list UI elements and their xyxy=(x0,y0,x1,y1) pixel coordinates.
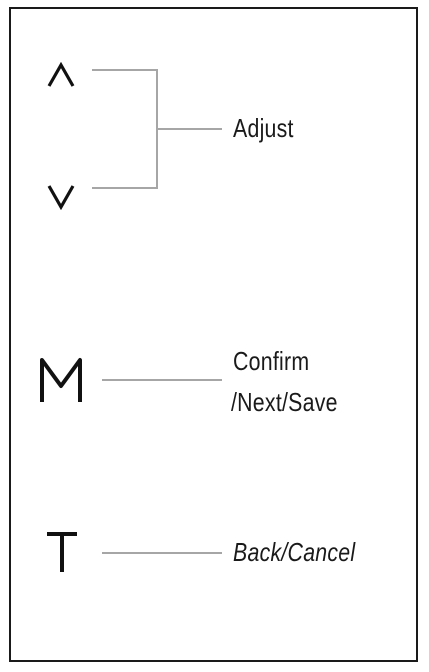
t-key-glyph xyxy=(47,532,77,572)
confirm-label-line2: /Next/Save xyxy=(231,387,338,417)
t-button[interactable] xyxy=(44,530,80,574)
chevron-down-icon xyxy=(47,185,75,210)
down-button[interactable] xyxy=(41,184,81,210)
device-frame xyxy=(9,7,418,662)
up-button[interactable] xyxy=(41,62,81,88)
chevron-up-icon xyxy=(47,62,75,87)
confirm-label-line1: Confirm xyxy=(233,346,310,376)
back-cancel-label: Back/Cancel xyxy=(233,537,356,567)
adjust-label: Adjust xyxy=(233,113,294,143)
m-button[interactable] xyxy=(38,356,84,404)
m-key-glyph xyxy=(40,358,82,402)
